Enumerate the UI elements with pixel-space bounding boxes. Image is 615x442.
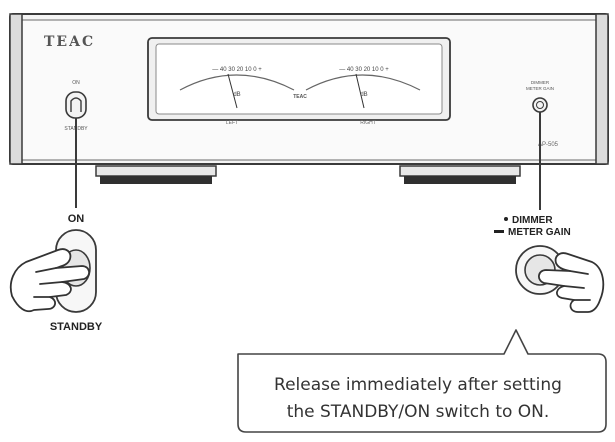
meter-left-scale: — 40 30 20 10 0 +: [212, 67, 262, 73]
meter-right-needle: [355, 73, 365, 109]
callout-bubble: [237, 329, 607, 433]
amplifier-feet: [95, 165, 521, 184]
detail-switch-label-standby: STANDBY: [50, 321, 103, 333]
model-name: AP-505: [538, 142, 559, 148]
panel-switch-label-on: ON: [72, 80, 80, 86]
meter-gain-dash-icon: [494, 230, 504, 233]
meter-left-label: LEFT: [226, 120, 238, 126]
meter-left-unit: dB: [233, 92, 240, 98]
detail-knob-label-dimmer: DIMMER: [512, 215, 553, 226]
meter-right-scale: — 40 30 20 10 0 +: [339, 67, 389, 73]
callout-line-1: Release immediately after setting: [274, 375, 562, 395]
meter-left-needle: [227, 73, 238, 109]
detail-knob-label-meter-gain: METER GAIN: [508, 227, 571, 238]
pressing-hand-icon-left: [9, 248, 90, 313]
meter-right: — 40 30 20 10 0 + dB RIGHT: [305, 67, 421, 126]
meter-window: [147, 37, 451, 121]
meter-right-label: RIGHT: [360, 120, 376, 126]
dimmer-meter-gain-knob-panel[interactable]: DIMMER METER GAIN: [526, 80, 554, 113]
callout-text: Release immediately after setting the ST…: [238, 372, 598, 426]
panel-knob-label-dimmer: DIMMER: [531, 80, 550, 85]
brand-logo: TEAC: [44, 34, 95, 50]
meter-center-logo: TEAC: [293, 94, 307, 100]
panel-knob-label-meter-gain: METER GAIN: [526, 86, 554, 91]
meter-right-unit: dB: [360, 92, 367, 98]
dimmer-dot-icon: [504, 217, 508, 221]
pressing-hand-icon-right: [538, 252, 605, 313]
callout-line-2: the STANDBY/ON switch to ON.: [286, 402, 550, 422]
meter-left: — 40 30 20 10 0 + dB LEFT: [179, 67, 295, 126]
detail-switch-label-on: ON: [68, 213, 85, 225]
